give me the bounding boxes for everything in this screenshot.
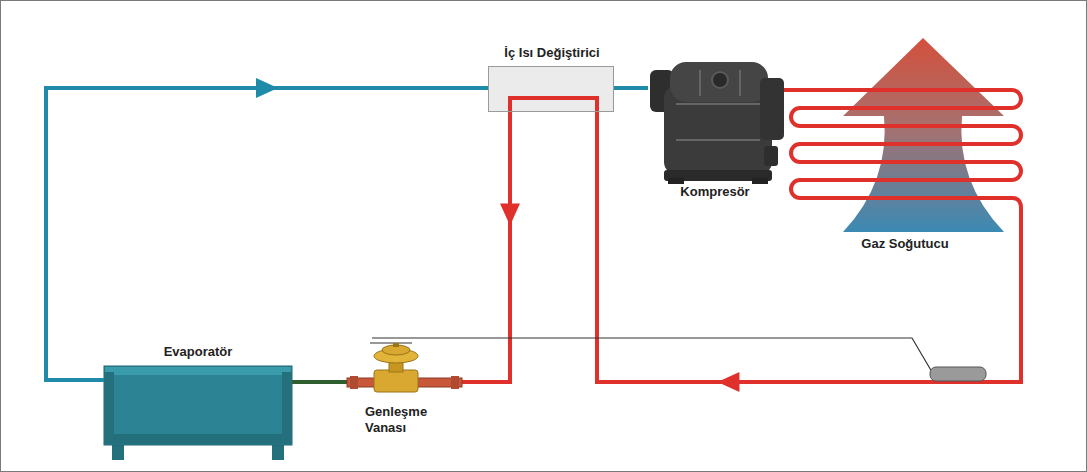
gas-cooler-node: Gaz Soğutucu bbox=[790, 36, 1030, 258]
capillary-tube bbox=[372, 338, 932, 372]
pipe-line bbox=[614, 86, 648, 90]
pipe-connector bbox=[597, 112, 1021, 392]
arrow-head bbox=[256, 78, 278, 98]
pipe-connector bbox=[292, 382, 347, 383]
pipe-connector bbox=[614, 88, 648, 89]
internal-pipe bbox=[510, 98, 597, 112]
gas-cooler-coil bbox=[790, 90, 1021, 258]
arrow-head bbox=[717, 372, 739, 392]
arrow-head bbox=[500, 204, 520, 226]
heat-exchanger-fill bbox=[488, 66, 614, 112]
expansion-valve bbox=[347, 343, 462, 392]
pipe-line bbox=[597, 112, 1021, 382]
heat-exchanger-box: İç Isı Değiştirici bbox=[488, 66, 614, 112]
evaporator-box: Evaporatör bbox=[104, 366, 292, 445]
component-label: Genleşme Vanası bbox=[365, 404, 445, 437]
sensor-bulb bbox=[930, 367, 986, 381]
evaporator-unit bbox=[104, 366, 292, 460]
component-label: Gaz Soğutucu bbox=[861, 236, 948, 252]
pipe-connector bbox=[462, 112, 520, 382]
pipe-line bbox=[462, 112, 510, 382]
pipe-connector bbox=[46, 78, 488, 380]
valve-node: Genleşme Vanası bbox=[347, 340, 462, 445]
pipe-line bbox=[46, 88, 488, 380]
component-label: Kompresör bbox=[680, 184, 749, 200]
component-label: Evaporatör bbox=[164, 344, 233, 360]
airflow-arrow bbox=[843, 38, 1004, 232]
compressor-node: Kompresör bbox=[648, 58, 782, 218]
pipe-line bbox=[292, 380, 347, 384]
component-label: İç Isı Değiştirici bbox=[504, 45, 599, 61]
compressor-illustration bbox=[650, 62, 784, 184]
